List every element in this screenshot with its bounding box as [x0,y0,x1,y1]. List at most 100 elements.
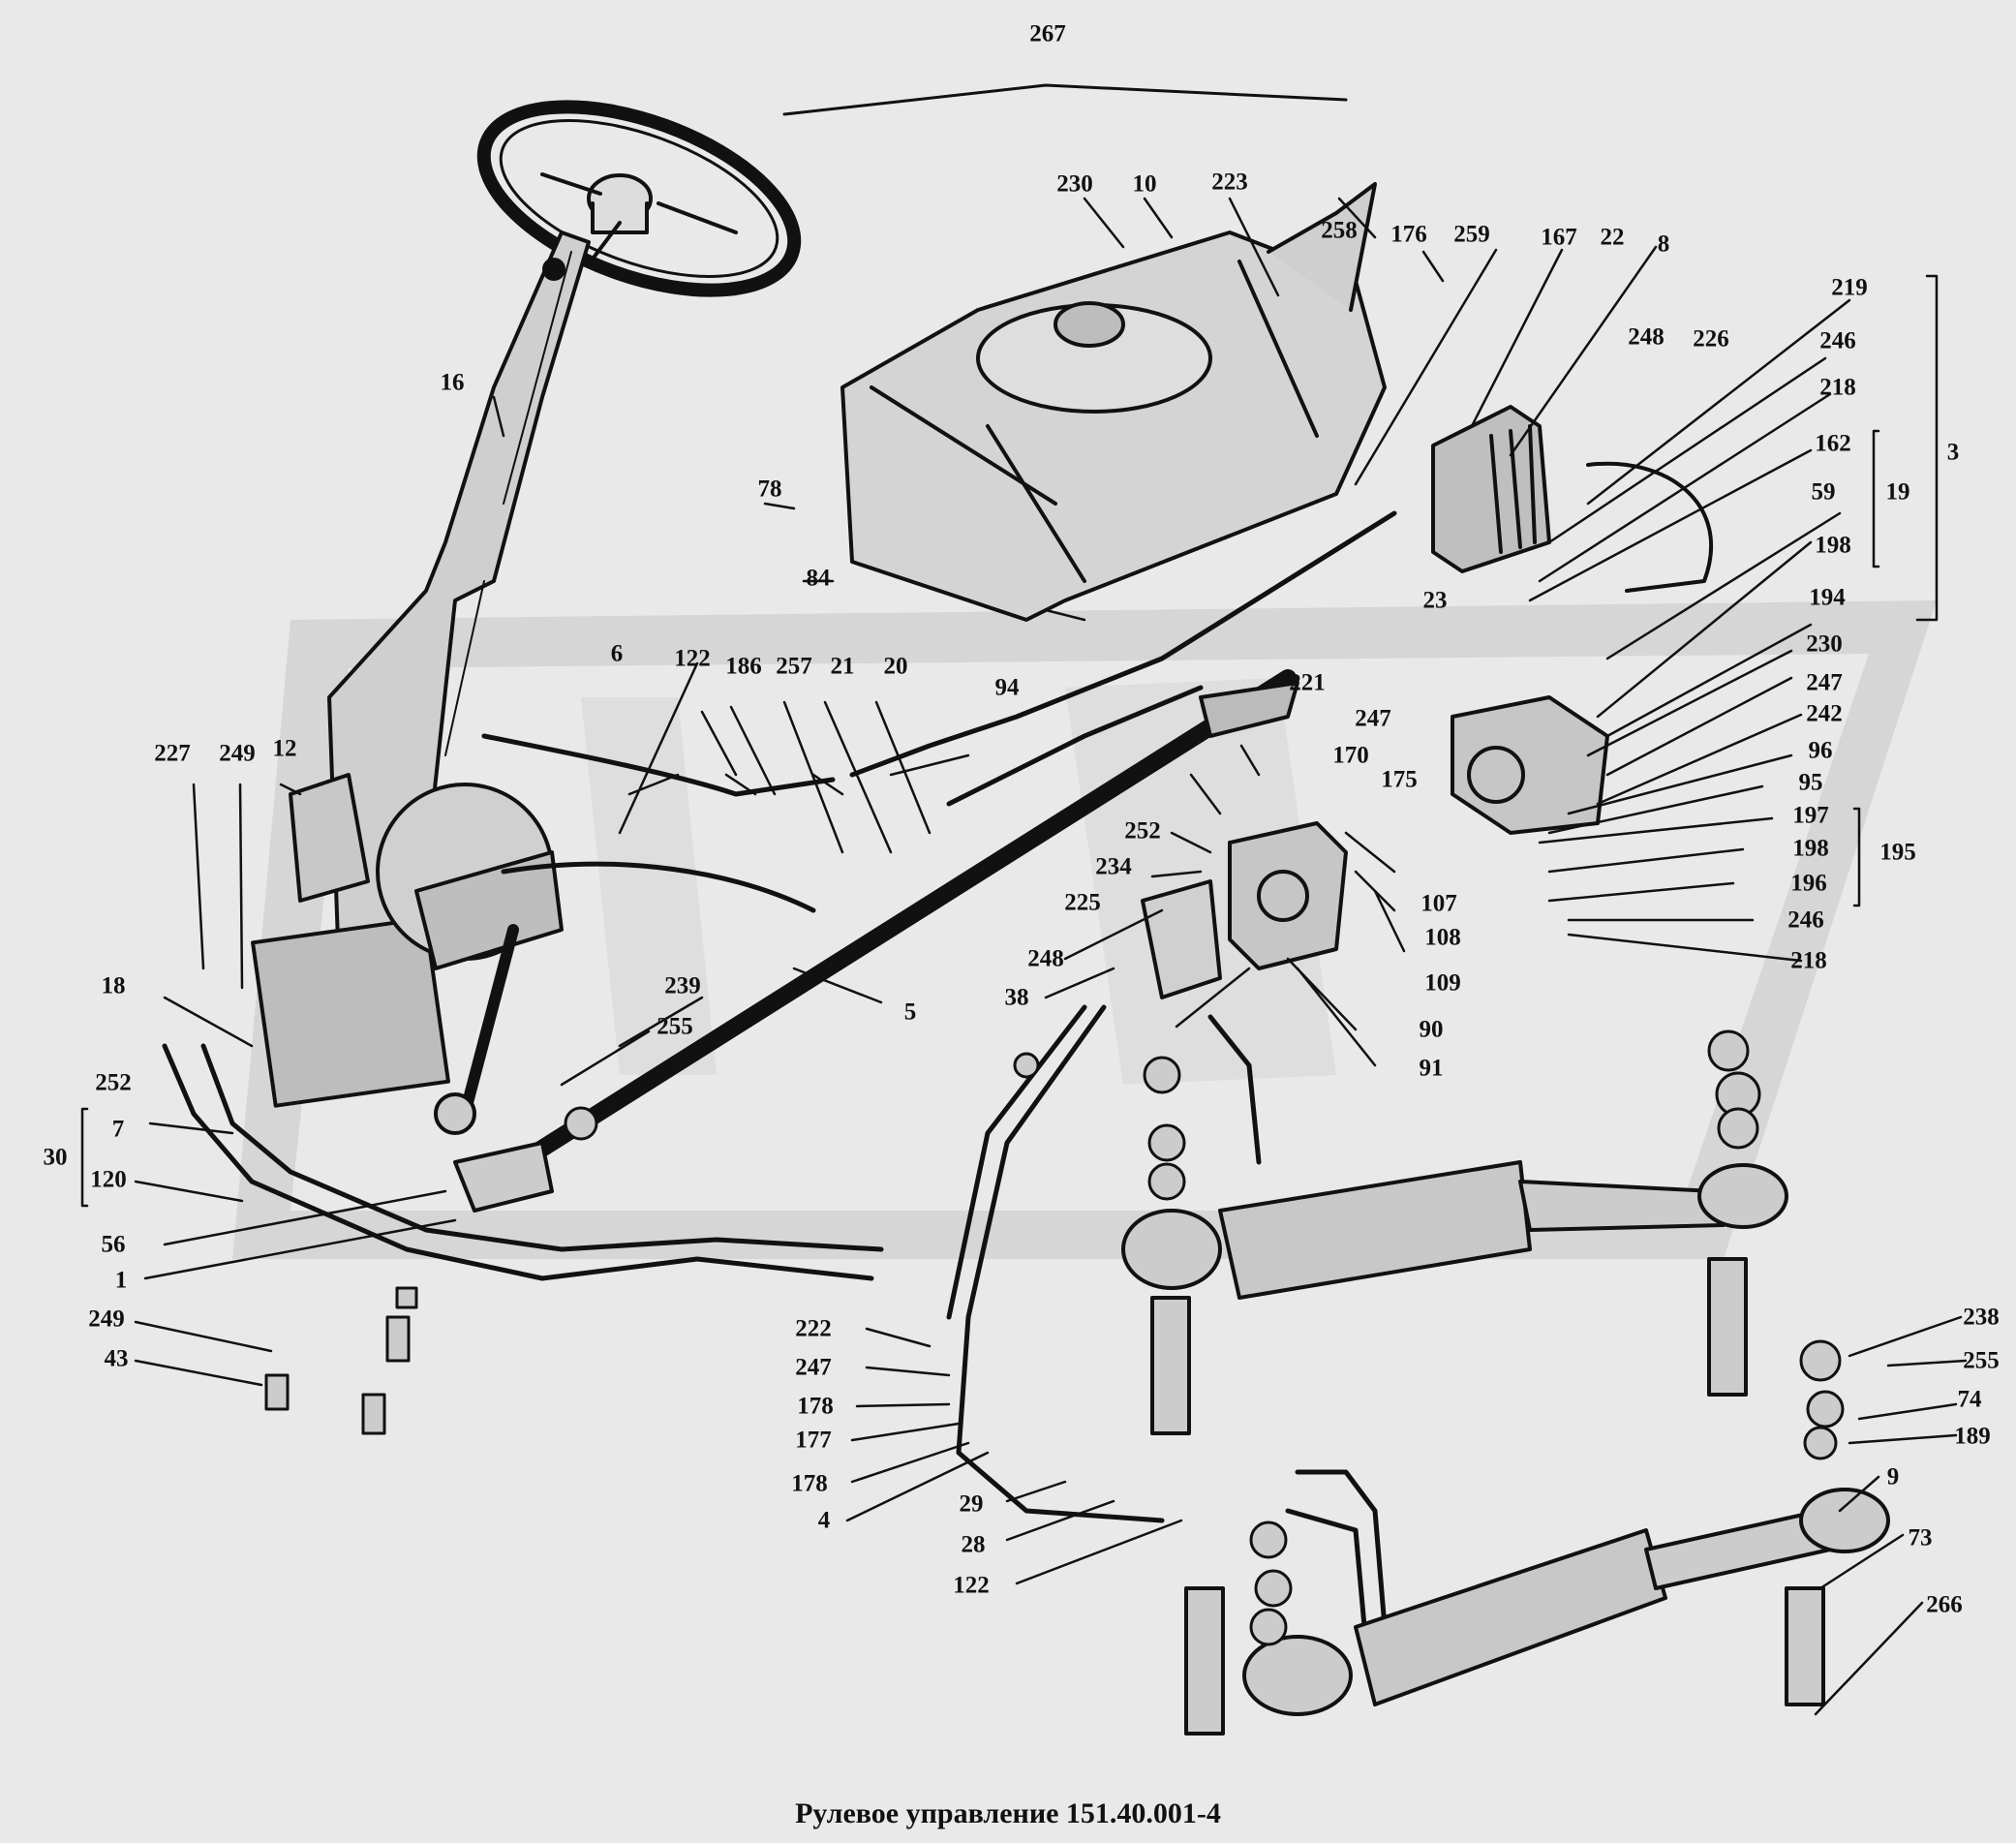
callout-label: 246 [1787,906,1824,934]
callout-label: 59 [1811,478,1836,506]
callout-label: 107 [1420,890,1457,917]
callout-label: 176 [1390,221,1427,248]
callout-label: 78 [757,476,782,503]
callout-label: 266 [1926,1591,1963,1618]
callout-label: 198 [1815,532,1851,559]
leader-lines [80,197,1968,1716]
callout-label: 175 [1381,766,1418,793]
callout-label: 239 [664,972,701,999]
callout-label: 28 [961,1531,986,1558]
callout-label: 8 [1657,230,1670,258]
callout-label: 5 [903,998,917,1026]
callout-label: 196 [1790,870,1827,897]
callout-label: 90 [1419,1016,1444,1043]
callout-label: 267 [1029,20,1066,47]
callout-label: 20 [883,653,908,680]
callout-label: 259 [1453,221,1490,248]
assembly-bracket-line [782,83,1348,116]
callout-label: 257 [776,653,812,680]
callout-label: 247 [795,1354,832,1381]
callout-label: 21 [830,653,855,680]
callout-label: 22 [1600,224,1625,251]
callout-label: 238 [1963,1304,2000,1331]
callout-label: 122 [674,645,711,672]
callout-label: 255 [1963,1347,2000,1374]
steering-column [251,230,591,1108]
callout-label: 222 [795,1315,832,1342]
callout-label: 108 [1424,924,1461,951]
callout-label: 29 [959,1490,984,1518]
callout-label: 43 [104,1345,129,1372]
callout-label: 96 [1808,737,1833,764]
callout-label: 95 [1798,769,1823,796]
fasteners [264,1029,1845,1646]
callout-label: 197 [1792,802,1829,829]
callout-label: 186 [725,653,762,680]
callout-label: 10 [1132,170,1157,198]
steering-mechanism [376,783,564,1135]
callout-label: 252 [1124,817,1161,845]
callout-label: 252 [95,1069,132,1096]
callout-label: 19 [1885,478,1910,506]
power-cylinder-upper [1121,1160,1788,1435]
callout-label: 91 [1419,1055,1444,1082]
callout-label: 225 [1064,889,1101,916]
callout-label: 218 [1790,947,1827,974]
steering-rod [466,669,1297,1200]
hydraulic-tank [840,182,1387,622]
callout-label: 247 [1806,669,1843,696]
callout-label: 246 [1819,327,1856,354]
callout-label: 195 [1879,839,1916,866]
callout-label: 162 [1815,430,1851,457]
callout-label: 6 [610,640,624,667]
callout-label: 177 [795,1427,832,1454]
distributor-valve [1431,405,1713,593]
callout-label: 4 [817,1507,831,1534]
tubes [162,510,1397,1640]
callout-label: 74 [1957,1386,1982,1413]
callout-label: 248 [1027,945,1064,972]
callout-label: 218 [1819,374,1856,401]
callout-label: 248 [1628,323,1665,351]
callout-label: 1 [114,1267,128,1294]
callout-label: 9 [1886,1463,1900,1490]
callout-label: 223 [1211,169,1248,196]
callout-label: 226 [1693,325,1729,353]
callout-label: 258 [1321,217,1358,244]
callout-label: 18 [101,972,126,999]
callout-label: 247 [1355,705,1391,732]
callout-label: 198 [1792,835,1829,862]
callout-label: 219 [1831,274,1868,301]
callout-label: 178 [797,1393,834,1420]
callout-label: 255 [657,1013,693,1040]
callout-label: 73 [1908,1524,1933,1551]
callout-label: 234 [1095,853,1132,880]
callout-label: 194 [1809,584,1846,611]
callout-label: 122 [953,1572,990,1599]
callout-label: 7 [111,1116,125,1143]
callout-label: 23 [1422,587,1448,614]
callout-label: 242 [1806,700,1843,727]
steering-wheel [476,100,802,297]
diagram-title: Рулевое управление 151.40.001-4 [795,1797,1221,1829]
power-cylinder-lower [1184,1488,1890,1735]
callout-label: 38 [1004,984,1029,1011]
callout-label: 249 [88,1305,125,1333]
callout-label: 227 [154,740,191,767]
callout-label: 120 [90,1166,127,1193]
callout-label: 189 [1954,1423,1991,1450]
callout-label: 170 [1332,742,1369,769]
callout-label: 230 [1806,630,1843,658]
callout-label: 16 [440,369,465,396]
callout-label: 12 [272,735,297,762]
callout-label: 30 [43,1144,68,1171]
callout-label: 249 [219,740,256,767]
callout-label: 178 [791,1470,828,1497]
callout-label: 94 [994,674,1020,701]
callout-label: 221 [1289,669,1326,696]
callout-label: 230 [1056,170,1093,198]
callout-label: 84 [806,565,831,592]
callout-label: 3 [1946,439,1960,466]
